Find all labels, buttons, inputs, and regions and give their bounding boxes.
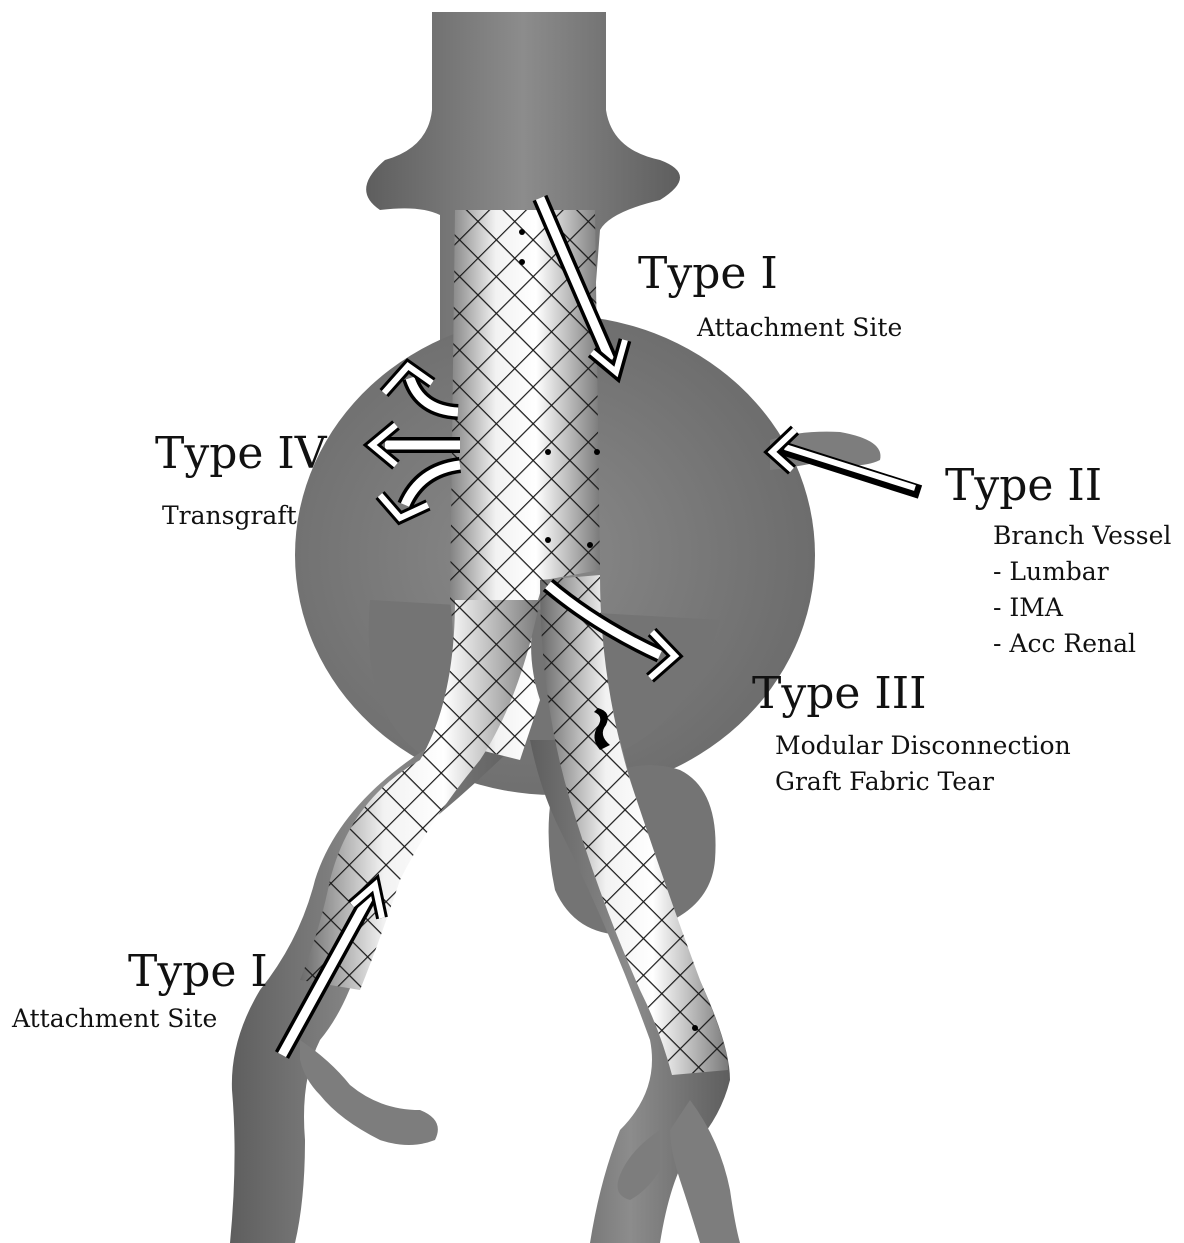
type2-desc-line: - Acc Renal [993, 626, 1171, 662]
type3-desc: Modular Disconnection Graft Fabric Tear [775, 728, 1071, 800]
type2-title: Type II [945, 464, 1102, 508]
type3-title: Type III [752, 672, 927, 716]
type3-desc-line: Modular Disconnection [775, 728, 1071, 764]
type4-title: Type IV [155, 432, 327, 476]
type1-bottom-title: Type I [128, 950, 268, 994]
type2-desc-line: Branch Vessel [993, 518, 1171, 554]
type1-top-title: Type I [638, 252, 778, 296]
type4-desc: Transgraft [162, 500, 297, 533]
type2-desc: Branch Vessel - Lumbar - IMA - Acc Renal [993, 518, 1171, 662]
type1-top-desc: Attachment Site [697, 312, 902, 345]
type2-desc-line: - Lumbar [993, 554, 1171, 590]
left-internal-iliac [300, 1040, 438, 1145]
type3-desc-line: Graft Fabric Tear [775, 764, 1071, 800]
type2-desc-line: - IMA [993, 590, 1171, 626]
type1-bottom-desc: Attachment Site [12, 1003, 217, 1036]
